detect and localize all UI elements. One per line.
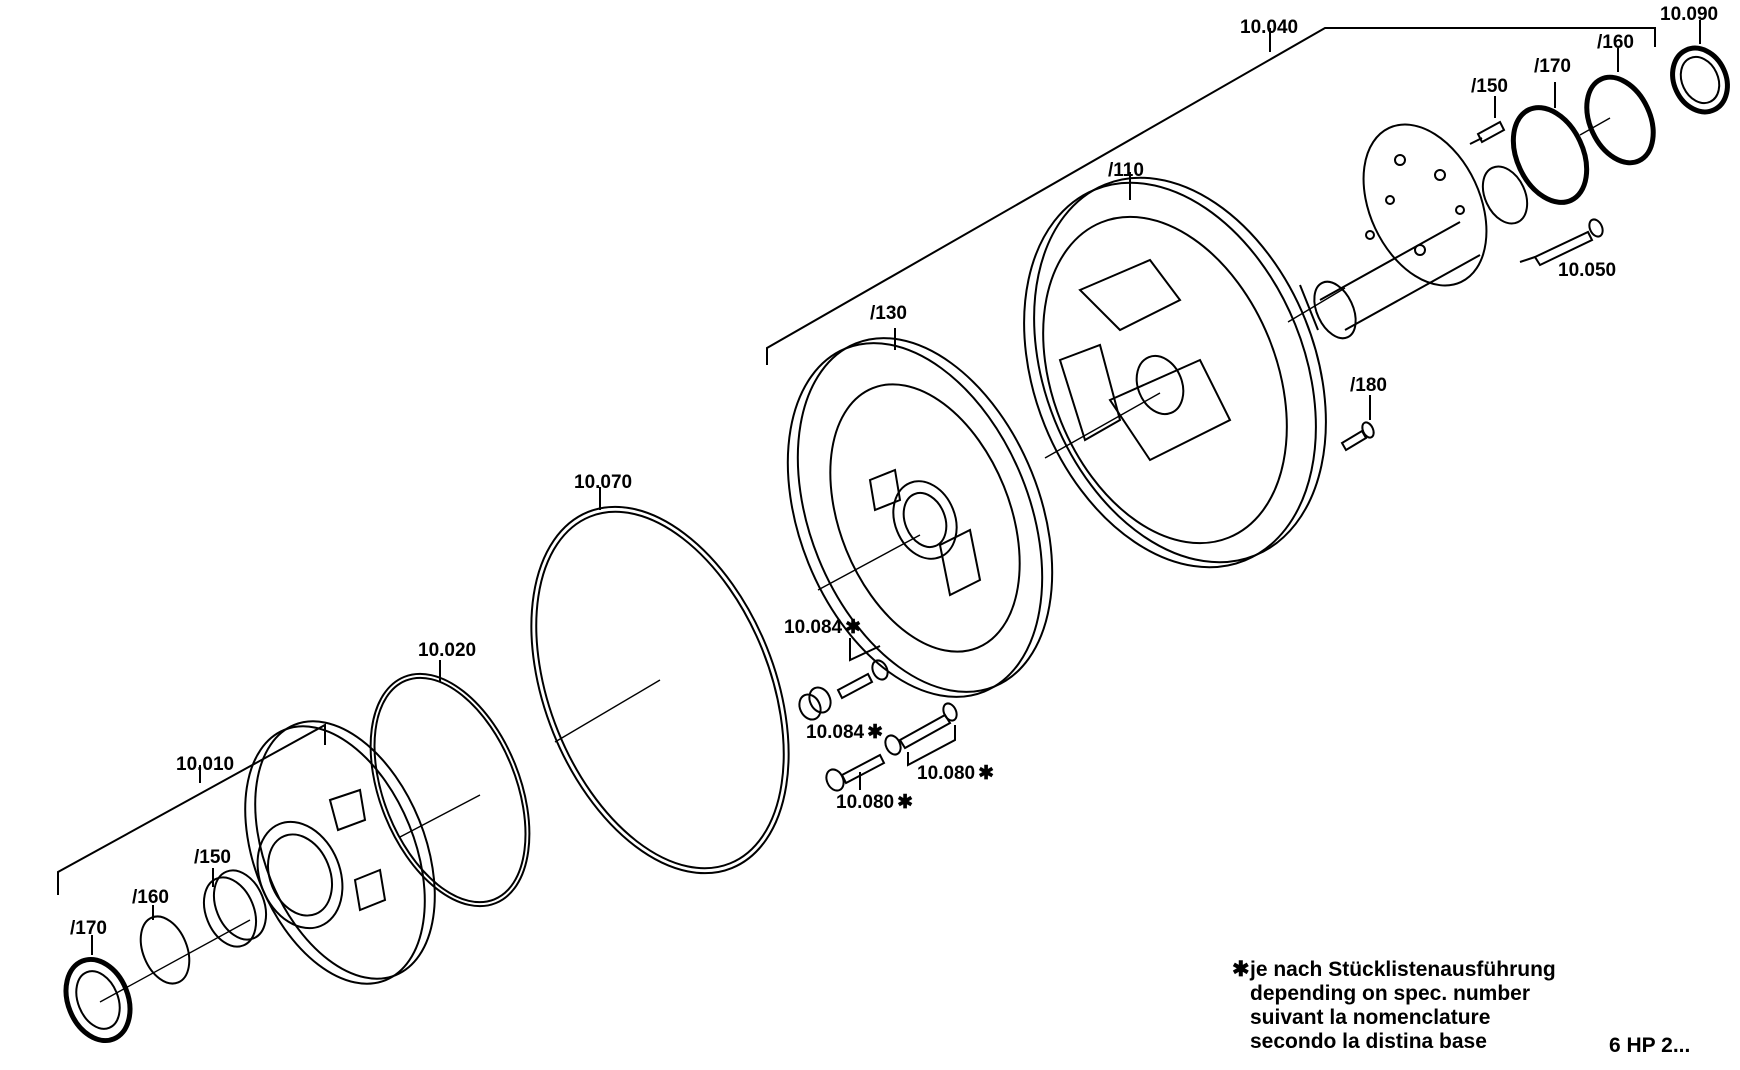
part-10-090-seal <box>1670 20 1730 115</box>
bolts-10-084-10-080 <box>798 638 958 792</box>
part-160-bottom-ring <box>139 905 191 985</box>
part-10-010-pump-cover <box>244 720 436 985</box>
bracket-10-040 <box>766 27 1656 365</box>
part-10-050-bolt <box>1519 218 1604 267</box>
part-110-pump-housing <box>1023 172 1327 569</box>
part-10-070-oring <box>530 487 790 875</box>
part-170-top-ring <box>1510 82 1590 205</box>
label-10-090: 10.090 <box>1660 4 1718 25</box>
footnote-line-it: secondo la distina base <box>1250 1030 1487 1053</box>
label-10-070: 10.070 <box>574 472 632 493</box>
label-10-084-b: 10.084✱ <box>806 722 883 743</box>
label-10-040: 10.040 <box>1240 17 1298 38</box>
footnote-line-fr: suivant la nomenclature <box>1250 1006 1491 1029</box>
part-150-top-bolt <box>1469 96 1506 145</box>
label-10-084-a: 10.084✱ <box>784 617 861 638</box>
footnote-line-de: je nach Stücklistenausführung <box>1250 958 1556 981</box>
footnote-star: ✱ <box>1232 958 1250 981</box>
part-130-intermediate-plate <box>786 328 1054 698</box>
part-stator-shaft <box>1299 123 1529 340</box>
label-160-top: /160 <box>1597 32 1634 53</box>
model-label: 6 HP 2... <box>1609 1034 1691 1057</box>
part-160-top-ring <box>1584 48 1656 166</box>
part-180-screw <box>1340 395 1375 452</box>
label-10-010: 10.010 <box>176 754 234 775</box>
label-10-080-a: 10.080✱ <box>917 763 994 784</box>
label-150-bottom: /150 <box>194 847 231 868</box>
part-170-bottom-seal <box>63 935 133 1044</box>
label-160-bottom: /160 <box>132 887 169 908</box>
label-10-020: 10.020 <box>418 640 476 661</box>
label-180: /180 <box>1350 375 1387 396</box>
footnote-multilingual: ✱ je nach Stücklistenausführung dependin… <box>1232 958 1556 1054</box>
label-130: /130 <box>870 303 907 324</box>
label-170-bottom: /170 <box>70 918 107 939</box>
label-110: /110 <box>1108 160 1144 181</box>
label-10-080-b: 10.080✱ <box>836 792 913 813</box>
footnote-line-en: depending on spec. number <box>1250 982 1531 1005</box>
label-10-050: 10.050 <box>1558 260 1616 281</box>
part-10-020-oring <box>369 660 531 908</box>
label-150-top: /150 <box>1471 76 1508 97</box>
label-170-top: /170 <box>1534 56 1571 77</box>
part-150-bottom-bearing <box>202 868 268 948</box>
bracket-10-010 <box>57 723 326 895</box>
center-axis-lines <box>99 117 1611 1003</box>
